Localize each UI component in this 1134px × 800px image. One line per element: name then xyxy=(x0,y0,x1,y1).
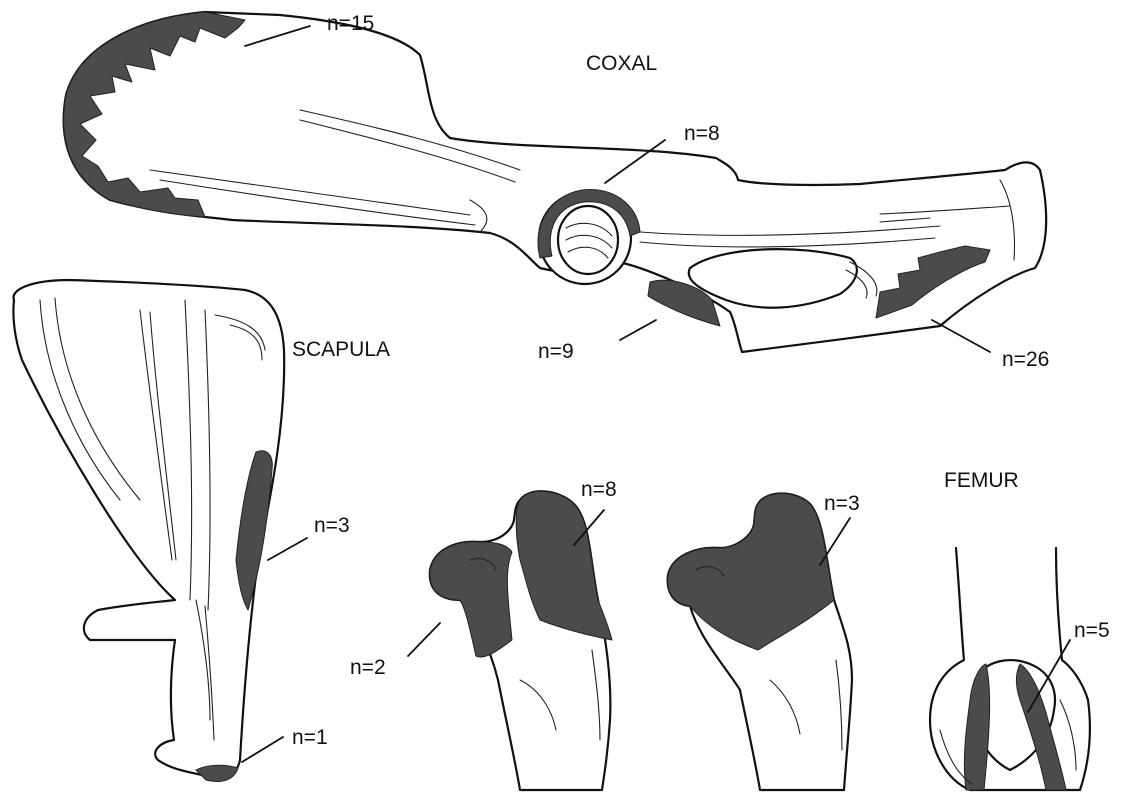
count-femur-condyles: n=5 xyxy=(1074,619,1110,642)
count-femur-head-neck: n=2 xyxy=(350,656,386,679)
leader-n26 xyxy=(932,320,990,352)
title-coxal: COXAL xyxy=(586,52,657,75)
count-coxal-ischium: n=26 xyxy=(1002,348,1049,371)
leader-n9 xyxy=(620,320,656,340)
femur1-head-lesion xyxy=(430,542,512,657)
count-coxal-acetabulum: n=8 xyxy=(684,122,720,145)
scapula-bone xyxy=(13,280,284,782)
femur-proximal-2 xyxy=(668,494,852,791)
scapula-glenoid-lesion xyxy=(196,765,238,781)
leader-n1 xyxy=(242,737,283,762)
femur-distal xyxy=(930,548,1090,790)
count-coxal-iliac-crest: n=15 xyxy=(327,12,374,35)
count-coxal-pubis: n=9 xyxy=(538,340,574,363)
title-scapula: SCAPULA xyxy=(292,338,390,361)
count-scapula-glenoid: n=1 xyxy=(292,726,328,749)
count-femur-trochanter: n=8 xyxy=(581,478,617,501)
leader-n3-scapula xyxy=(268,538,307,560)
count-scapula-border: n=3 xyxy=(314,514,350,537)
count-femur-head-region: n=3 xyxy=(824,492,860,515)
leader-n2 xyxy=(408,623,440,656)
femur-proximal-1 xyxy=(430,491,612,790)
title-femur: FEMUR xyxy=(944,469,1019,492)
